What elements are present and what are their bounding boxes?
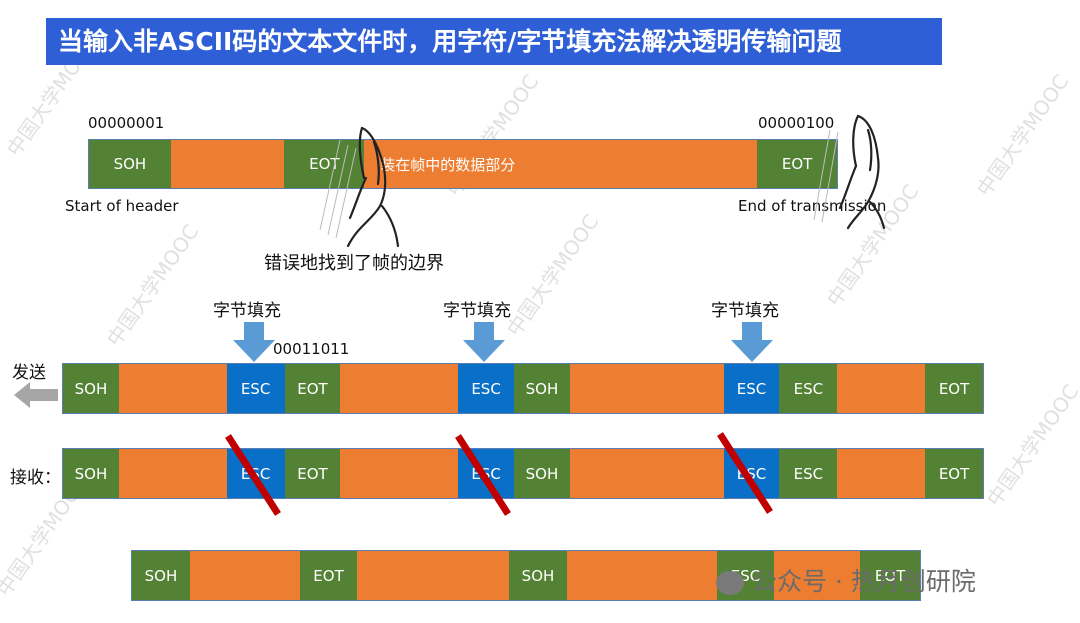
eot-cell: EOT [299, 551, 358, 600]
watermark: 中国大学MOOC [501, 210, 604, 341]
strike-mark [225, 434, 281, 516]
soh-code: 00000001 [88, 114, 165, 132]
data-cell: 装在帧中的数据部分 [364, 140, 758, 188]
data-cell [837, 364, 926, 413]
wechat-brand: 公众号 · 热月创研院 [716, 562, 976, 598]
byte-stuffing-label: 字节填充 [213, 301, 281, 321]
eot-cell-misread: EOT [284, 140, 365, 188]
down-arrow-icon [233, 322, 275, 362]
data-cell [189, 551, 300, 600]
error-caption: 错误地找到了帧的边界 [264, 253, 444, 274]
send-frame: SOH ESC EOT ESC SOH ESC ESC EOT [62, 363, 984, 414]
top-frame: SOH EOT 装在帧中的数据部分 EOT [88, 139, 838, 189]
soh-cell: SOH [514, 364, 570, 413]
watermark: 中国大学MOOC [101, 220, 204, 351]
esc-cell-data: ESC [779, 364, 838, 413]
esc-cell: ESC [723, 364, 780, 413]
hand-icon [319, 126, 400, 248]
left-arrow-icon [14, 382, 58, 408]
data-cell [837, 449, 926, 498]
soh-cell: SOH [89, 140, 171, 188]
esc-cell: ESC [226, 364, 285, 413]
strike-mark [717, 432, 773, 514]
eot-cell: EOT [860, 551, 921, 600]
data-cell [569, 364, 724, 413]
data-cell [118, 449, 227, 498]
watermark: 中国大学MOOC [971, 70, 1074, 201]
data-cell [774, 551, 861, 600]
slide-title: 当输入非ASCII码的文本文件时，用字符/字节填充法解决透明传输问题 [46, 18, 942, 65]
end-of-transmission-label: End of transmission [738, 197, 887, 215]
byte-stuffing-label: 字节填充 [443, 301, 511, 321]
down-arrow-icon [463, 322, 505, 362]
receive-frame: SOH ESC EOT ESC SOH ESC ESC EOT [62, 448, 984, 499]
eot-cell: EOT [284, 449, 341, 498]
restored-frame: SOH EOT SOH ESC EOT [131, 550, 921, 601]
start-of-header-label: Start of header [65, 197, 179, 215]
wechat-icon [716, 571, 744, 595]
watermark: 中国大学MOOC [981, 380, 1080, 511]
soh-cell: SOH [509, 551, 567, 600]
receive-label: 接收： [10, 468, 61, 488]
data-cell [170, 140, 285, 188]
data-cell [566, 551, 717, 600]
soh-cell: SOH [132, 551, 190, 600]
data-cell [340, 364, 459, 413]
esc-cell: ESC [458, 364, 515, 413]
data-cell [340, 449, 459, 498]
data-cell [118, 364, 227, 413]
eot-cell: EOT [925, 364, 983, 413]
soh-cell: SOH [63, 449, 119, 498]
soh-cell: SOH [514, 449, 570, 498]
data-cell [569, 449, 724, 498]
eot-cell: EOT [925, 449, 983, 498]
brand-text: 公众号 · 热月创研院 [752, 567, 976, 596]
eot-code: 00000100 [758, 114, 835, 132]
strike-mark [455, 434, 511, 516]
eot-cell: EOT [284, 364, 341, 413]
esc-code: 00011011 [273, 340, 350, 358]
hand-icon [813, 114, 886, 230]
soh-cell: SOH [63, 364, 119, 413]
byte-stuffing-label: 字节填充 [711, 301, 779, 321]
esc-cell-data: ESC [779, 449, 838, 498]
data-cell [357, 551, 510, 600]
send-label: 发送 [12, 363, 46, 383]
down-arrow-icon [731, 322, 773, 362]
